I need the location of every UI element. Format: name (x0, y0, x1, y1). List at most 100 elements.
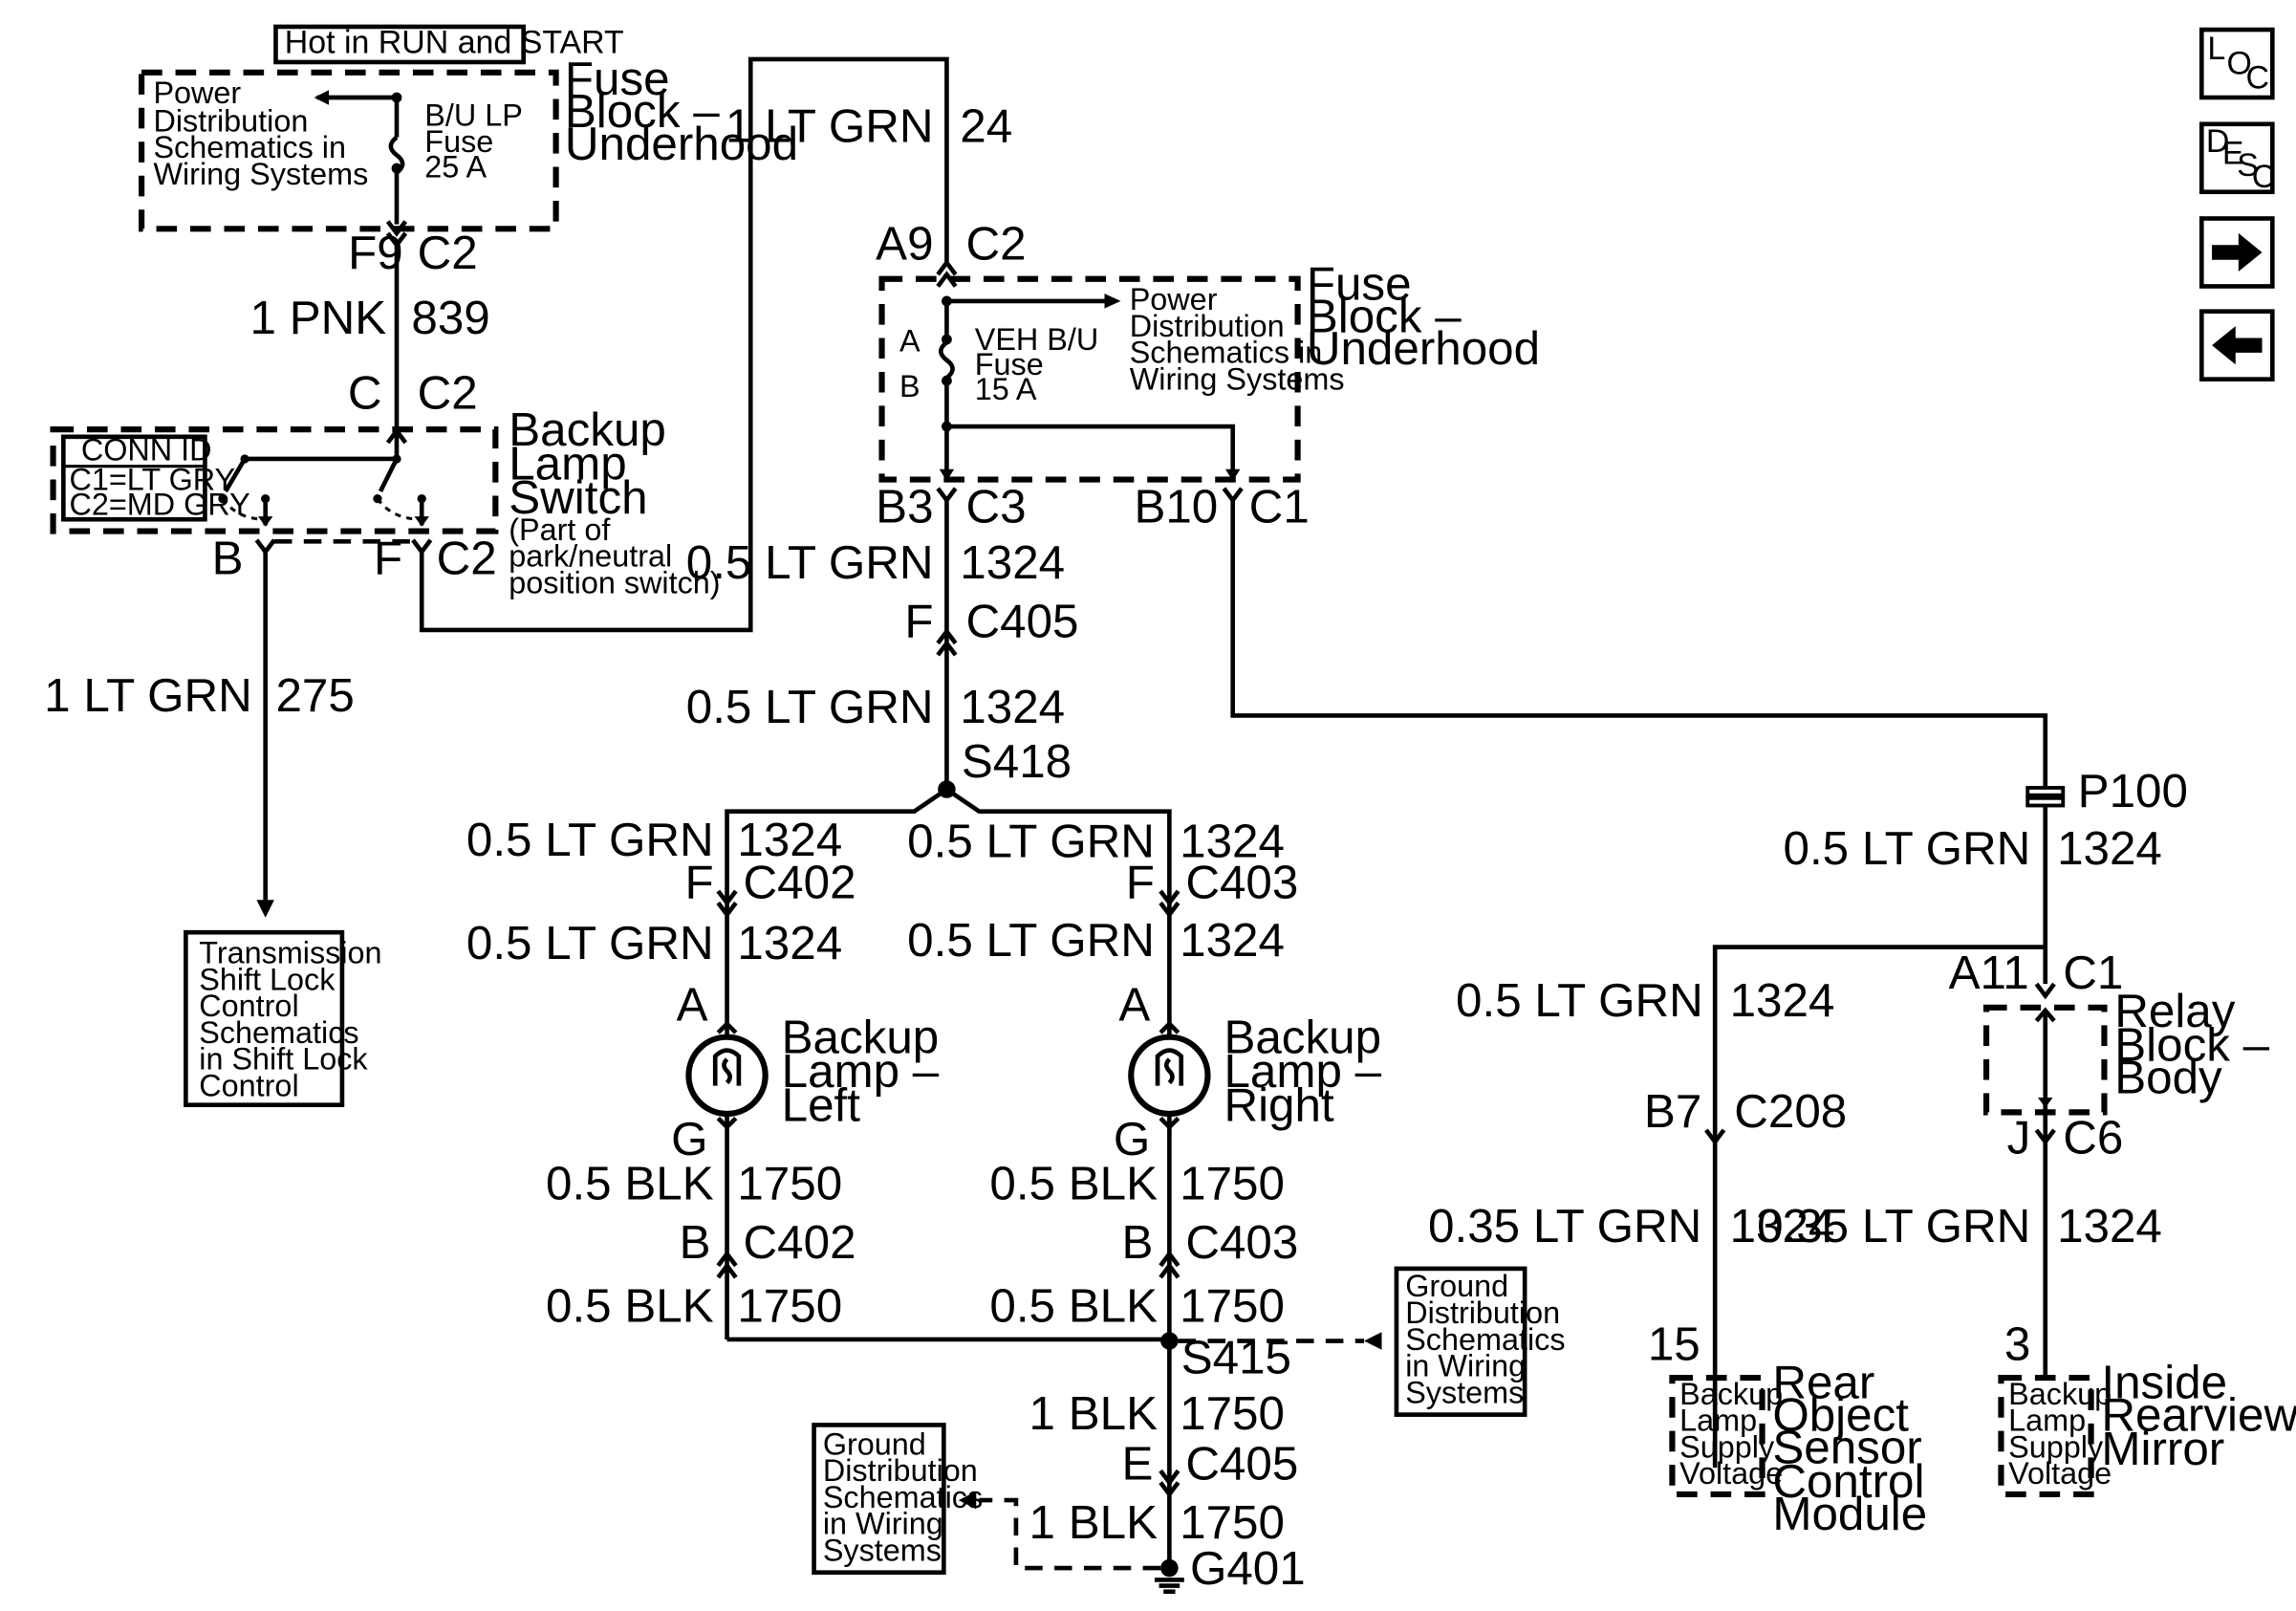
svg-text:Backup: Backup (509, 403, 666, 456)
trans-shift-lock-box[interactable] (184, 929, 345, 1107)
svg-text:(Part of: (Part of (509, 512, 611, 547)
power-ref-top: Power Distribution Schematics in Wiring … (153, 76, 368, 191)
svg-text:Rear: Rear (1772, 1357, 1874, 1409)
svg-text:Module: Module (1772, 1488, 1927, 1540)
loc-l: L (2207, 31, 2225, 67)
left-w1-gauge: 0.5 LT GRN (466, 814, 714, 866)
fuse-mid-pin-b: B (899, 369, 921, 403)
svg-text:Backup: Backup (1679, 1377, 1783, 1411)
pin-15: 15 (1648, 1318, 1700, 1371)
svg-text:Schematics: Schematics (823, 1480, 983, 1514)
left-w3-circuit: 1750 (737, 1157, 842, 1209)
svg-text:Mirror: Mirror (2101, 1423, 2224, 1475)
rs-wl2-circuit: 1324 (1730, 1200, 1835, 1252)
conn-id-box: CONN ID C1=LT GRY C2=MD GRY (61, 433, 250, 522)
gnd-w2-circuit: 1750 (1180, 1496, 1285, 1549)
ground-ref-right-box[interactable] (1394, 1266, 1527, 1417)
main-w2-circuit: 1324 (960, 681, 1065, 733)
c6-conn: C6 (2063, 1112, 2123, 1165)
c-conn: C2 (418, 367, 478, 420)
desc-button[interactable]: D E S C (2199, 121, 2275, 195)
svg-text:Control: Control (199, 1068, 298, 1102)
left-pin-g: G (671, 1113, 707, 1165)
svg-text:Block –: Block – (1307, 290, 1462, 342)
rear-object-module-label: Rear Object Sensor Control Module (1772, 1357, 1927, 1540)
hot-in-run-box (273, 24, 526, 65)
supply-right-text: Backup Lamp Supply Voltage (2008, 1377, 2112, 1491)
c1-conn: C1 (1249, 480, 1310, 533)
svg-text:Systems: Systems (1405, 1375, 1524, 1409)
f9-conn: C2 (418, 227, 478, 279)
backup-switch-block (50, 426, 499, 534)
svg-text:Supply: Supply (1679, 1429, 1775, 1464)
ground-ref-left-text: Ground Distribution Schematics in Wiring… (823, 1426, 983, 1567)
svg-text:Ground: Ground (823, 1426, 926, 1461)
a11-pin: A11 (1949, 947, 2029, 999)
right-c403-pin: F (1126, 857, 1155, 909)
backup-switch-title: Backup Lamp Switch (Part of park/neutral… (509, 403, 720, 599)
hot-in-run-label: Hot in RUN and START (285, 25, 624, 61)
desc-s: S (2237, 147, 2259, 184)
right-w3-gauge: 0.5 BLK (989, 1157, 1158, 1209)
left-w3-gauge: 0.5 BLK (546, 1157, 714, 1209)
right-w4-gauge: 0.5 BLK (989, 1279, 1158, 1332)
svg-text:Backup: Backup (1224, 1012, 1381, 1064)
right-w2-gauge: 0.5 LT GRN (907, 914, 1155, 967)
svg-text:15 A: 15 A (975, 372, 1037, 406)
gnd-w1-gauge: 1 BLK (1029, 1387, 1159, 1440)
svg-text:Lamp –: Lamp – (1224, 1045, 1381, 1098)
svg-text:Ground: Ground (1405, 1269, 1508, 1303)
rs-w1-gauge: 0.5 LT GRN (1784, 822, 2031, 875)
right-pin-g: G (1114, 1113, 1150, 1165)
svg-text:in Wiring: in Wiring (823, 1507, 943, 1541)
svg-text:Wiring Systems: Wiring Systems (153, 157, 368, 191)
desc-e: E (2222, 135, 2244, 171)
svg-text:Backup: Backup (782, 1012, 940, 1064)
svg-text:Wiring Systems: Wiring Systems (1130, 361, 1345, 396)
left-c402-pin: F (685, 857, 714, 909)
left-c402b-conn: C402 (744, 1216, 856, 1269)
main-w1-circuit: 1324 (960, 536, 1065, 589)
loc-c: C (2246, 60, 2270, 97)
svg-text:Backup: Backup (2008, 1377, 2112, 1411)
svg-text:Schematics: Schematics (199, 1015, 358, 1050)
svg-text:C1=LT GRY: C1=LT GRY (70, 462, 236, 496)
p100-connector-icon (2025, 786, 2066, 808)
svg-text:park/neutral: park/neutral (509, 539, 672, 574)
left-lamp-icon (685, 1034, 769, 1118)
svg-text:Left: Left (782, 1079, 861, 1132)
svg-text:Underhood: Underhood (565, 118, 798, 170)
svg-text:in Wiring: in Wiring (1405, 1349, 1526, 1383)
rs-wr2-circuit: 1324 (2057, 1200, 2162, 1252)
right-w2-circuit: 1324 (1180, 914, 1285, 967)
svg-text:Rearview: Rearview (2101, 1389, 2296, 1442)
svg-text:Transmission: Transmission (199, 936, 381, 970)
svg-text:Switch: Switch (509, 471, 647, 524)
fuse-block-mid-title: Fuse Block – Underhood (1307, 257, 1540, 375)
power-ref-mid: Power Distribution Schematics in Wiring … (1130, 282, 1345, 396)
fuse-block-mid (878, 275, 1301, 483)
relay-block-label: Relay Block – Body (2114, 985, 2269, 1103)
pnk-circuit: 839 (411, 292, 489, 344)
svg-text:Lamp: Lamp (509, 438, 626, 490)
c405-pin: F (904, 596, 933, 648)
svg-text:Lamp: Lamp (1679, 1404, 1757, 1438)
loc-button[interactable]: L O C (2199, 27, 2275, 100)
ground-ref-left-box[interactable] (812, 1423, 946, 1576)
right-w1-circuit: 1324 (1180, 815, 1285, 867)
svg-text:position switch): position switch) (509, 565, 720, 599)
desc-c: C (2252, 159, 2275, 195)
prev-button[interactable] (2199, 309, 2275, 381)
a9-conn: C2 (965, 218, 1026, 271)
right-lamp-icon (1128, 1034, 1211, 1118)
svg-text:Power: Power (153, 76, 241, 110)
rs-w1-circuit: 1324 (2057, 822, 2162, 875)
fuse-icon (938, 340, 955, 380)
right-w4-circuit: 1750 (1180, 1279, 1285, 1332)
svg-text:C2=MD GRY: C2=MD GRY (70, 488, 250, 522)
svg-text:Relay: Relay (2114, 985, 2236, 1037)
left-w2-gauge: 0.5 LT GRN (466, 917, 714, 969)
next-button[interactable] (2199, 216, 2275, 289)
ground-icon (1154, 1578, 1184, 1595)
svg-text:Fuse: Fuse (424, 124, 493, 159)
